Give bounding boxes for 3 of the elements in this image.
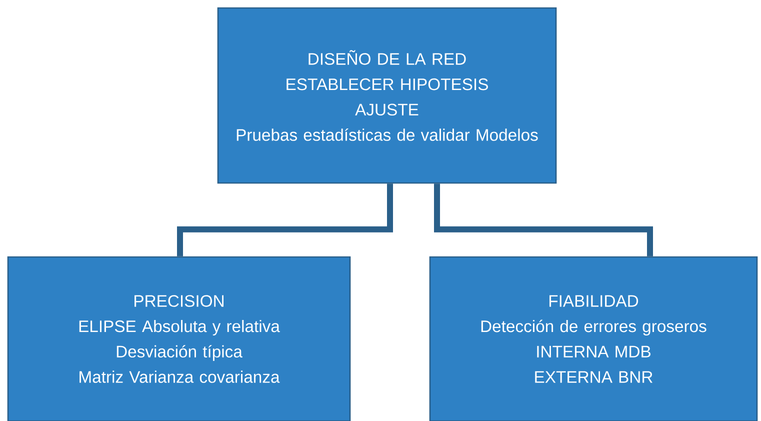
process-box: PRECISION ELIPSE Absoluta y relativa Desviación típica Matriz Varianza covarianza	[7, 256, 351, 421]
process-box: FIABILIDAD Detección de errores groseros INTERNA MDB EXTERNA BNR	[429, 256, 758, 421]
process-box: DISEÑO DE LA RED ESTABLECER HIPOTESIS AJUSTE Pruebas estadísticas de validar Modelos	[217, 7, 557, 184]
